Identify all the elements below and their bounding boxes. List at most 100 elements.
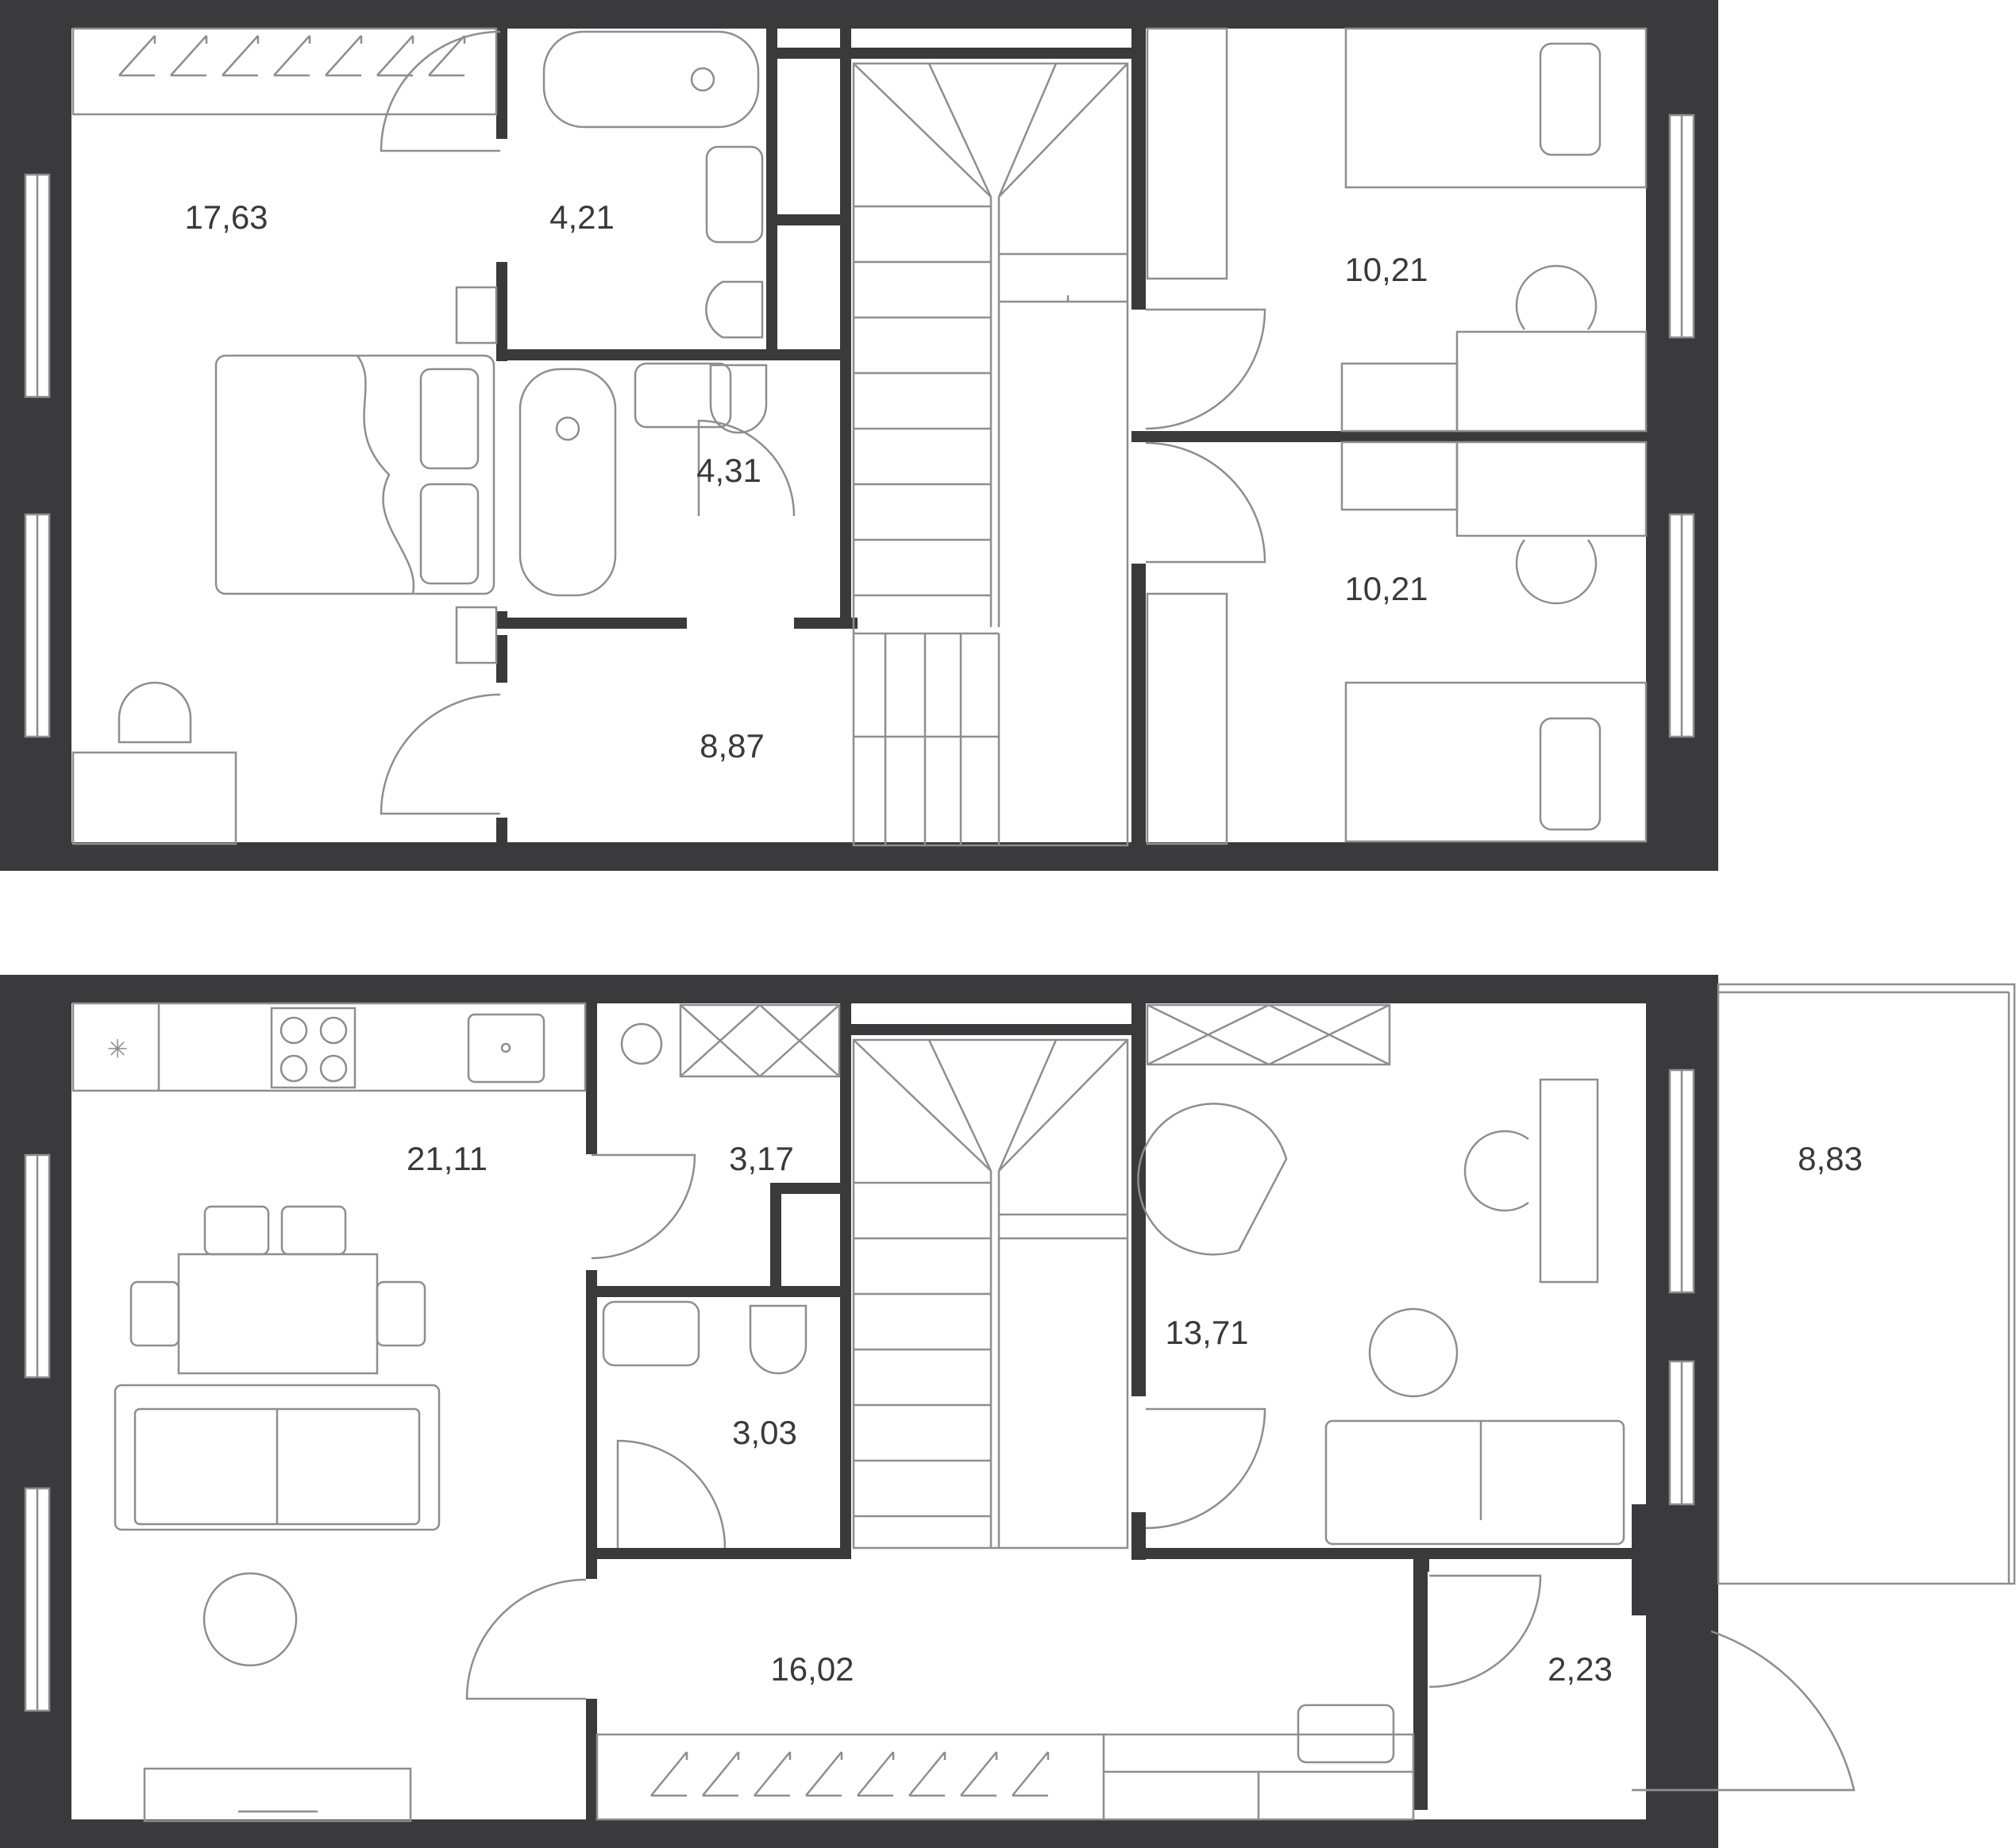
door[interactable] <box>1145 308 1266 430</box>
wall <box>1131 1003 1146 1396</box>
kitchen-counter <box>71 1002 587 1092</box>
wall <box>496 262 507 361</box>
shelf <box>1340 362 1459 433</box>
room-area-label: 17,63 <box>184 198 268 236</box>
wall <box>1632 1504 1718 1615</box>
storage <box>679 1003 841 1078</box>
door[interactable] <box>1145 1407 1266 1530</box>
sofa <box>1324 1419 1625 1546</box>
desk <box>1539 1078 1599 1284</box>
wall-bottom <box>0 1819 1718 1848</box>
wall-left <box>0 975 71 1848</box>
coffee-table <box>202 1572 298 1667</box>
bathtub <box>518 368 617 597</box>
chair <box>1463 1130 1529 1212</box>
wall <box>777 214 849 225</box>
chair <box>203 1205 270 1256</box>
wall-top <box>0 0 1718 29</box>
wardrobe <box>71 27 498 116</box>
room-area-label: 3,17 <box>729 1140 794 1177</box>
staircase <box>852 1038 1129 1550</box>
chair <box>118 681 192 744</box>
wall <box>586 1548 840 1559</box>
door[interactable] <box>465 1578 587 1700</box>
window <box>1668 114 1695 339</box>
upper-floor: 17,63 4,21 4,31 8,87 10,21 10,21 <box>0 0 1718 871</box>
wall <box>496 349 846 360</box>
wall <box>1131 1548 1648 1559</box>
staircase <box>852 62 1129 847</box>
pillow <box>419 483 480 585</box>
stove <box>270 1007 357 1089</box>
sink <box>467 1013 545 1084</box>
chair <box>376 1280 426 1347</box>
storage-cross <box>680 1004 840 1077</box>
door[interactable] <box>697 419 796 517</box>
pillow <box>419 368 480 470</box>
door[interactable] <box>616 1439 727 1549</box>
wall <box>496 0 507 139</box>
pouf <box>1297 1704 1395 1764</box>
burner <box>279 1016 308 1045</box>
wall <box>496 635 507 683</box>
sofa-seat <box>133 1407 421 1526</box>
wall-top <box>0 975 1718 1003</box>
room-area-label: 10,21 <box>1344 251 1428 288</box>
chair <box>1515 264 1598 330</box>
sink <box>602 1300 700 1367</box>
toilet <box>749 1304 808 1375</box>
fan-icon: ✳ <box>107 1034 129 1063</box>
sofa <box>114 1384 441 1531</box>
door[interactable] <box>380 693 501 815</box>
toilet <box>705 280 764 339</box>
window <box>24 513 51 738</box>
room-area-label: 2,23 <box>1548 1650 1613 1688</box>
wardrobe <box>1146 27 1228 280</box>
chair <box>280 1205 347 1256</box>
door[interactable] <box>1428 1574 1542 1688</box>
bed <box>214 354 495 595</box>
bathtub <box>542 30 760 129</box>
wardrobe <box>596 1733 1415 1821</box>
drain <box>555 416 580 441</box>
hangers-icon <box>650 1751 1050 1797</box>
lower-floor: ✳ <box>0 975 2016 1848</box>
shelf <box>1340 441 1459 511</box>
pillow <box>1539 42 1602 156</box>
desk <box>1455 441 1648 537</box>
wall-bottom <box>0 842 1718 871</box>
pillow <box>1539 717 1602 831</box>
door[interactable] <box>1145 441 1266 564</box>
wall <box>770 1183 781 1294</box>
wall <box>586 1699 597 1826</box>
wall <box>586 1003 597 1154</box>
window <box>1668 1360 1695 1506</box>
wall <box>1131 431 1648 442</box>
wall <box>777 48 849 59</box>
window <box>24 173 51 398</box>
burner <box>279 1054 308 1083</box>
toilet <box>709 364 768 434</box>
room-area-label: 8,83 <box>1798 1140 1863 1177</box>
wall <box>496 818 507 849</box>
wall <box>1413 1548 1429 1572</box>
wall <box>851 1024 1137 1035</box>
room-area-label: 10,21 <box>1344 570 1428 607</box>
storage-cross <box>1147 1003 1390 1066</box>
window <box>24 1153 51 1379</box>
wall <box>851 48 1137 59</box>
drain <box>500 1042 511 1053</box>
room-area-label: 3,03 <box>732 1414 797 1451</box>
door[interactable] <box>380 30 501 152</box>
room-area-label: 8,87 <box>700 727 765 764</box>
bed <box>1344 681 1648 843</box>
bed <box>1344 27 1648 189</box>
wardrobe <box>1146 592 1228 845</box>
drain <box>690 67 715 92</box>
window <box>1668 513 1695 738</box>
wall <box>586 1286 848 1297</box>
door[interactable] <box>591 1153 696 1260</box>
entrance-door[interactable] <box>1632 1630 1856 1792</box>
wall <box>1413 1548 1428 1810</box>
window <box>1668 1068 1695 1294</box>
